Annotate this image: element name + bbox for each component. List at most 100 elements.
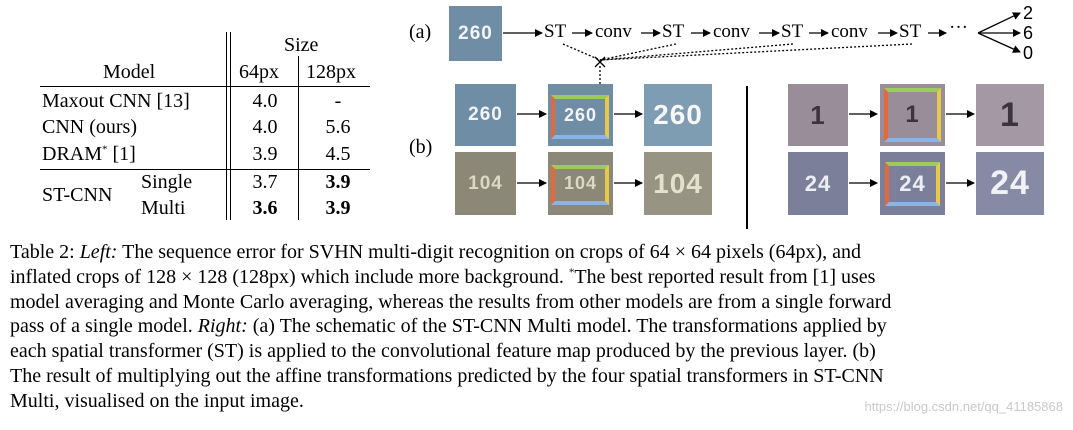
label-b: (b) — [409, 136, 433, 158]
sample-digits: 260 — [468, 104, 503, 125]
transform-box — [884, 88, 941, 142]
caption-left-label: Left: — [79, 241, 118, 263]
caption-text: (a) The schematic of the ST-CNN Multi mo… — [252, 315, 887, 338]
dotted-link — [562, 43, 601, 61]
label-a: (a) — [409, 21, 432, 43]
table-cell-128: - — [334, 90, 342, 112]
output-digit: 6 — [1023, 23, 1034, 43]
caption-line: The result of multiplying out the affine… — [10, 364, 1066, 389]
ellipsis: ··· — [949, 17, 968, 38]
caption-text: inflated crops of 128 × 128 (128px) whic… — [10, 265, 564, 288]
table-row-model: CNN (ours) — [42, 116, 137, 138]
output-digit: 0 — [1023, 43, 1034, 63]
dotted-link — [599, 43, 794, 61]
sample-digits: 1 — [1000, 95, 1020, 134]
caption-table-label: Table 2: — [10, 241, 75, 263]
table-cell-128: 5.6 — [325, 116, 351, 138]
sample-input: 260 — [455, 84, 516, 146]
conv-block: conv — [831, 21, 868, 42]
sample-output: 104 — [644, 152, 712, 215]
sample-output: 1 — [976, 84, 1044, 146]
table-cell-64: 4.0 — [252, 116, 278, 138]
table-row-model: Multi — [141, 197, 186, 219]
results-table: Size Model 64px 128px Maxout CNN [13] 4.… — [0, 0, 400, 230]
sample-digits: 104 — [468, 172, 503, 194]
table-row-model: DRAM* [1] — [42, 143, 136, 165]
conv-block: conv — [713, 21, 750, 42]
table-cell-64: 3.7 — [252, 171, 278, 193]
table-row-model: Single — [141, 171, 193, 193]
st-block: ST — [781, 21, 804, 42]
sample-input: 1 — [788, 84, 848, 146]
model-ref: [1] — [107, 143, 136, 165]
caption-text: The sequence error for SVHN multi-digit … — [122, 241, 861, 263]
table-cell-64: 3.6 — [252, 197, 278, 219]
sample-input: 104 — [455, 152, 516, 215]
input-digit: 260 — [458, 22, 493, 44]
input-image: 260 — [449, 6, 502, 61]
table-group-stcnn: ST-CNN — [42, 184, 113, 206]
caption-line: model averaging and Monte Carlo averagin… — [10, 290, 1066, 315]
table-vrule-1 — [226, 32, 227, 220]
caption-text: each spatial transformer (ST) is applied… — [10, 340, 876, 363]
caption-text: Multi, visualised on the input image. — [10, 389, 304, 412]
caption-text: The result of multiplying out the affine… — [10, 364, 884, 387]
watermark: https://blog.csdn.net/qq_41185868 — [864, 399, 1063, 414]
table-vrule-2 — [230, 32, 231, 220]
table-hrule-group — [40, 169, 370, 170]
arrow — [977, 32, 1021, 53]
transform-box — [885, 162, 940, 206]
footnote-mark: * — [102, 143, 108, 156]
sample-digits: 1 — [810, 99, 826, 130]
table-cell-64: 3.9 — [252, 143, 278, 165]
header-model: Model — [103, 61, 156, 83]
caption-text: pass of a single model. — [10, 315, 193, 338]
caption-line: pass of a single model. Right: (a) The s… — [10, 314, 1066, 339]
table-cell-128: 4.5 — [325, 143, 351, 165]
caption-right-label: Right: — [197, 315, 248, 338]
sample-input: 24 — [788, 152, 848, 215]
transform-box — [551, 165, 609, 205]
header-size: Size — [284, 34, 319, 56]
sample-output: 24 — [976, 152, 1044, 215]
caption-line: Multi, visualised on the input image. — [10, 389, 1066, 414]
table-cell-128: 3.9 — [325, 197, 351, 219]
transform-box — [551, 95, 609, 139]
table-vrule-3 — [298, 56, 299, 220]
sample-digits: 260 — [653, 99, 703, 130]
table-hrule-header — [40, 86, 370, 87]
caption: Table 2: Left: The sequence error for SV… — [10, 240, 1066, 414]
schematic-arrows — [503, 12, 1021, 187]
sample-digits: 104 — [563, 173, 598, 193]
st-block: ST — [544, 21, 567, 42]
conv-block: conv — [595, 21, 632, 42]
table-cell-64: 4.0 — [252, 90, 278, 112]
sample-output: 260 — [644, 84, 712, 146]
multiply-mark — [594, 56, 606, 68]
table-cell-128: 3.9 — [325, 171, 351, 193]
header-64px: 64px — [239, 61, 279, 83]
table-row-model: Maxout CNN [13] — [42, 90, 190, 112]
header-128px: 128px — [306, 61, 356, 83]
st-block: ST — [662, 21, 685, 42]
caption-line: each spatial transformer (ST) is applied… — [10, 339, 1066, 364]
caption-text: The best reported result from [1] uses — [574, 265, 876, 288]
sample-digits: 104 — [653, 167, 703, 199]
st-block: ST — [899, 21, 922, 42]
arrow — [977, 12, 1021, 34]
caption-line: inflated crops of 128 × 128 (128px) whic… — [10, 265, 1066, 290]
model-name: DRAM — [42, 143, 103, 165]
figure-divider — [746, 86, 748, 229]
sample-digits: 24 — [804, 170, 832, 196]
footnote-mark: * — [568, 266, 575, 279]
dotted-link — [599, 43, 677, 61]
sample-with-box: 1 — [880, 84, 945, 146]
sample-digits: 24 — [899, 170, 926, 196]
sample-digits: 1 — [905, 101, 920, 128]
sample-digits: 24 — [990, 164, 1030, 202]
caption-text: model averaging and Monte Carlo averagin… — [10, 290, 892, 313]
dotted-link — [599, 43, 913, 61]
figure-panel: (a) (b) 260 — [409, 3, 1044, 229]
output-digit: 2 — [1023, 3, 1034, 23]
sample-digits: 260 — [563, 104, 598, 125]
